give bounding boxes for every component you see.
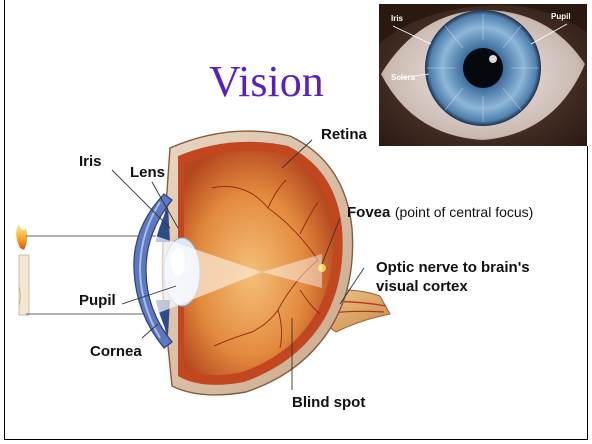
label-cornea: Cornea [90,343,142,360]
candle-icon [16,224,29,315]
label-fovea: Fovea [347,204,391,221]
label-lens: Lens [130,164,165,181]
label-fovea-note: (point of central focus) [395,204,534,220]
label-optic-nerve-line2: visual cortex [376,278,468,295]
label-retina: Retina [321,126,368,143]
photo-label-sclera: Sclera [391,73,416,82]
photo-label-iris: Iris [391,14,404,23]
label-optic-nerve-line1: Optic nerve to brain's [376,259,530,276]
label-pupil: Pupil [79,292,116,309]
photo-label-pupil: Pupil [551,12,571,21]
slide-title: Vision [209,56,324,108]
label-fovea-group: Fovea (point of central focus) [347,204,533,221]
label-iris: Iris [79,153,102,170]
label-blind-spot: Blind spot [292,394,365,411]
eye-cross-section-diagram: Retina Iris Lens Fovea (point of central… [0,110,592,440]
